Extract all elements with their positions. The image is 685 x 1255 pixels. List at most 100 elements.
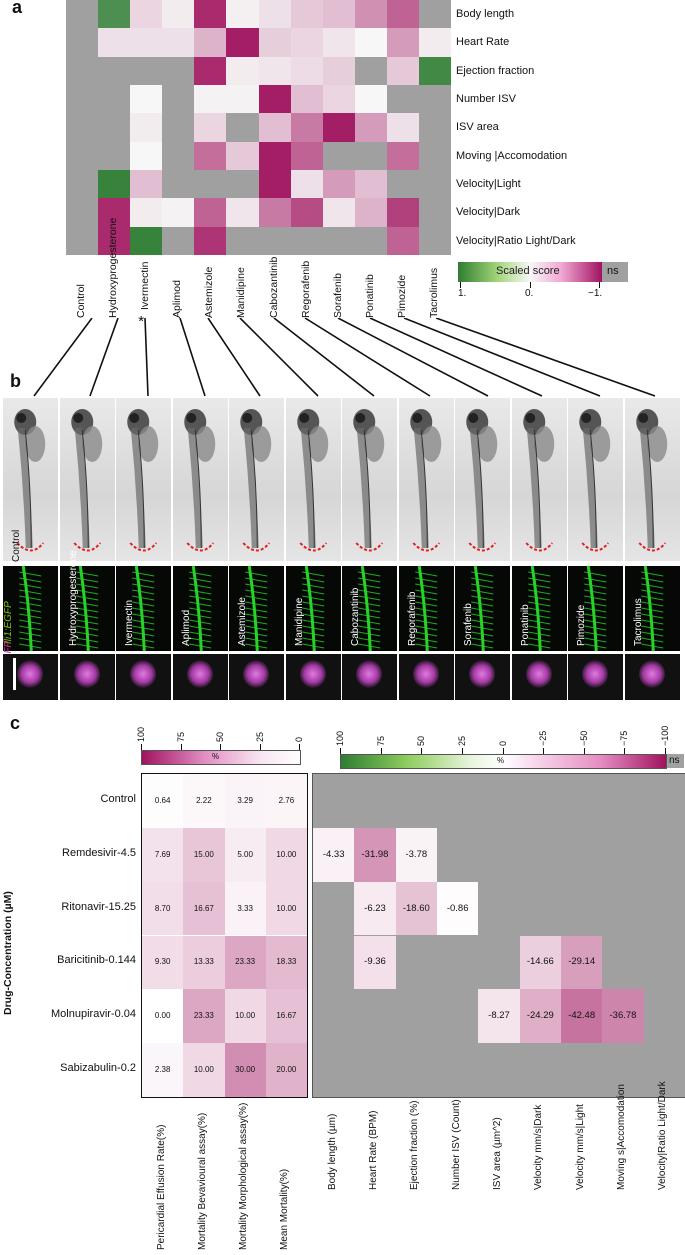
heatmap-cell — [354, 85, 388, 114]
right-table-value: -29.14 — [568, 956, 596, 968]
left-table-value: 9.30 — [154, 957, 171, 967]
vessel-pattern — [301, 565, 324, 652]
drug-concentration-label: Remdesivir-4.5 — [62, 846, 136, 859]
heatmap-cell — [162, 141, 195, 171]
left-colorbar-tick — [141, 744, 142, 750]
panel-c-right-table: -4.33-31.98-3.78-6.23-18.60-0.86-9.36-14… — [312, 773, 685, 1098]
heatmap-cell — [258, 198, 292, 228]
larva-brightfield-image — [511, 398, 567, 561]
heatmap-cell — [130, 198, 163, 228]
right-table-column-label: Velocity mm/s|Dark — [533, 1104, 545, 1190]
right-table-column-label: ISV area (µm^2) — [492, 1117, 503, 1190]
heatmap-cell — [418, 85, 452, 114]
heatmap-cell — [66, 28, 99, 58]
left-table-value: 23.33 — [193, 1011, 214, 1021]
panel-c-letter: c — [10, 713, 21, 733]
larva-fluorescence-image — [229, 565, 284, 652]
heatmap-cell — [258, 141, 292, 171]
larva-brightfield-image — [116, 398, 171, 561]
heatmap-column-label: Manidipine — [235, 267, 248, 318]
heatmap-cell — [258, 170, 292, 199]
heart-image — [342, 654, 397, 700]
left-colorbar-tick-label: 100 — [136, 726, 146, 742]
heatmap-cell — [194, 170, 227, 199]
right-table-cell: -36.78 — [602, 989, 644, 1044]
drug-concentration-label: Baricitinib-0.144 — [57, 954, 136, 967]
larva-fluorescence-image — [455, 565, 510, 652]
left-table-value: 16.67 — [193, 903, 214, 913]
left-table-value: 13.33 — [193, 957, 214, 967]
drug-label: Regorafenib — [406, 591, 418, 646]
left-table-cell: 16.67 — [265, 989, 307, 1044]
right-colorbar-ns — [667, 754, 684, 768]
heatmap-cell — [354, 170, 388, 199]
heatmap-cell — [322, 0, 356, 29]
right-table-cell: -6.23 — [354, 881, 396, 936]
heatmap-cell — [354, 141, 388, 171]
left-table-value: 23.33 — [235, 957, 256, 967]
larva-fluorescence-image — [116, 565, 171, 652]
right-table-cell: -31.98 — [354, 827, 396, 882]
heart-image — [116, 654, 171, 700]
legend-ns-label: ns — [607, 265, 619, 277]
left-colorbar-label: % — [212, 752, 220, 761]
heart-image — [568, 654, 623, 700]
heatmap-cell — [130, 170, 163, 199]
heart-signal — [412, 660, 439, 688]
left-table-value: 7.69 — [154, 849, 171, 859]
heatmap-cell — [418, 198, 452, 228]
heatmap-cell — [162, 85, 195, 114]
heatmap-row-label: Velocity|Dark — [456, 206, 520, 219]
larva-brightfield-image — [285, 398, 341, 561]
left-table-cell: 18.33 — [265, 935, 307, 990]
left-table-cell: 0.00 — [142, 989, 184, 1044]
heart-image — [3, 654, 58, 700]
heatmap-cell — [290, 28, 324, 58]
heatmap-cell — [354, 0, 388, 29]
heatmap-cell — [66, 170, 99, 199]
heart-image — [229, 654, 284, 700]
heatmap-cell — [130, 141, 163, 171]
heatmap-cell — [130, 0, 163, 29]
heatmap-cell — [66, 113, 99, 143]
left-table-cell: 20.00 — [265, 1043, 307, 1097]
left-table-cell: 10.00 — [224, 989, 266, 1044]
left-table-cell: 10.00 — [183, 1043, 225, 1097]
heatmap-cell — [194, 141, 227, 171]
heatmap-cell — [226, 141, 259, 171]
right-table-cell: -29.14 — [561, 935, 603, 990]
left-table-cell: 9.30 — [142, 935, 184, 990]
heatmap-cell — [162, 170, 195, 199]
heatmap-cell — [290, 198, 324, 228]
larva-fluorescence-image — [3, 565, 58, 652]
larva-silhouette — [240, 409, 272, 552]
right-table-value: -31.98 — [361, 848, 389, 860]
heatmap-cell — [98, 226, 131, 256]
heatmap-cell — [226, 56, 259, 86]
right-table-column-label: Heart Rate (BPM) — [368, 1110, 379, 1190]
right-table-column-label: Body length (µm) — [326, 1113, 338, 1190]
heatmap-cell — [418, 56, 452, 86]
right-colorbar-tick — [543, 748, 545, 754]
drug-label: Control — [11, 529, 22, 562]
heatmap-cell — [130, 85, 163, 114]
right-table-cell: -9.36 — [354, 935, 396, 990]
larva-silhouette — [579, 409, 611, 552]
left-table-cell: 2.76 — [265, 774, 307, 828]
left-table-cell: 5.00 — [224, 827, 266, 882]
vessel-pattern — [75, 565, 98, 652]
legend-tick-1 — [460, 282, 461, 288]
heatmap-cell — [66, 226, 99, 256]
left-table-cell: 30.00 — [224, 1043, 266, 1097]
heatmap-cell — [194, 0, 227, 29]
heatmap-cell — [66, 56, 99, 86]
larva-silhouette — [70, 409, 102, 552]
left-table-value: 18.33 — [276, 957, 297, 967]
left-table-value: 0.00 — [154, 1011, 171, 1021]
vessel-pattern — [132, 565, 155, 652]
heatmap-cell — [98, 198, 131, 228]
heatmap-cell — [162, 28, 195, 58]
heatmap-cell — [98, 141, 131, 171]
heatmap-cell — [194, 56, 227, 86]
connector-lines — [33, 318, 656, 397]
